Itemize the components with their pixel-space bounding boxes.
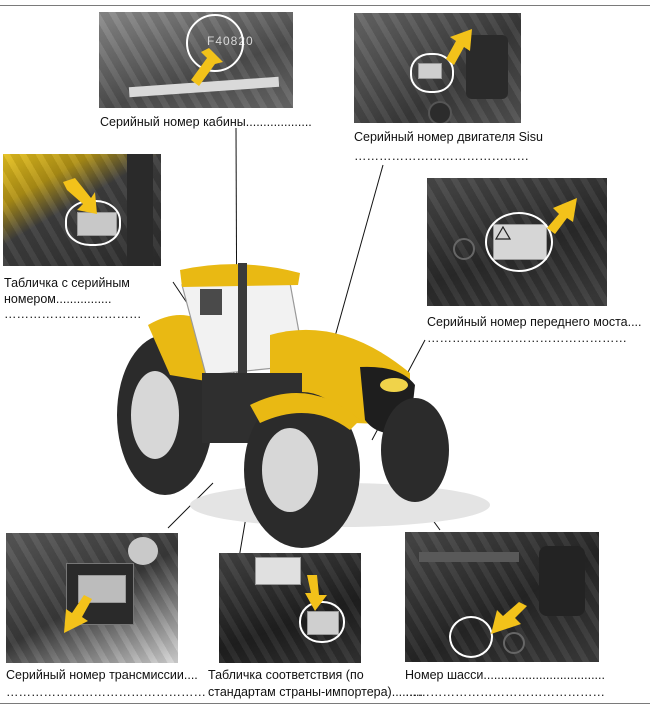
caption-plate-line2: номером................ [4,292,112,306]
conformity-arrow-icon [305,575,327,611]
caption-cab: Серийный номер кабины................... [100,115,312,129]
engine-filter [466,35,508,99]
cab-highlight-ring [186,14,244,72]
engine-serial-photo [354,13,521,123]
cab-serial-photo: F40820 [99,12,293,108]
plate-photo-pillar [127,154,153,266]
cab-mirror [200,289,222,315]
tractor-illustration [117,263,490,548]
chassis-filter [539,546,585,616]
front-left-rim [262,428,318,512]
caption-front-axle-line2: ………………………………………… [427,331,627,345]
caption-transmission-line1: Серийный номер трансмиссии.... [6,668,198,682]
front-axle-arrow-icon [547,198,577,234]
caption-plate-line3: …………………………… [4,307,142,321]
conformity-plate-photo [219,553,361,663]
headlight [380,378,408,392]
chassis-highlight-ring [449,616,493,658]
caption-transmission-line2: ………………………………………… [6,685,206,699]
transmission-photo [6,533,178,663]
engine-highlight-ring [410,53,454,93]
caption-front-axle-line1: Серийный номер переднего моста.... [427,315,642,329]
serial-plate-photo [3,154,161,266]
caption-plate-line1: Табличка с серийным [4,276,130,290]
chassis-arrow-icon [491,602,527,634]
transmission-arrow-icon [64,595,92,633]
engine-bolt [428,101,452,123]
bottom-rule [0,703,650,704]
chassis-bracket [419,552,519,562]
rear-left-rim [131,371,179,459]
conformity-top-plate [255,557,301,585]
caption-chassis-line1: Номер шасси.............................… [405,668,605,682]
transmission-cap [128,537,158,565]
caption-chassis-line2: ………………………………………… [405,685,605,699]
caption-conformity-line2: стандартам страны-импортера)......... [208,685,423,699]
chassis-photo [405,532,599,662]
caption-conformity-line1: Табличка соответствия (по [208,668,364,682]
front-axle-highlight-ring [485,212,553,272]
exhaust-pipe [238,263,247,373]
caption-engine-line2: …………………………………… [354,149,529,163]
chassis-bolt [503,632,525,654]
front-fender [250,393,360,430]
front-right-tire [381,398,449,502]
conformity-highlight-ring [299,601,345,643]
front-axle-photo [427,178,607,306]
caption-engine-line1: Серийный номер двигателя Sisu [354,130,543,144]
top-rule [0,5,650,6]
engine-arrow-icon [446,29,472,65]
plate-arrow-icon [63,178,97,214]
cab-arrow-icon [191,48,223,86]
front-axle-bolt [453,238,475,260]
